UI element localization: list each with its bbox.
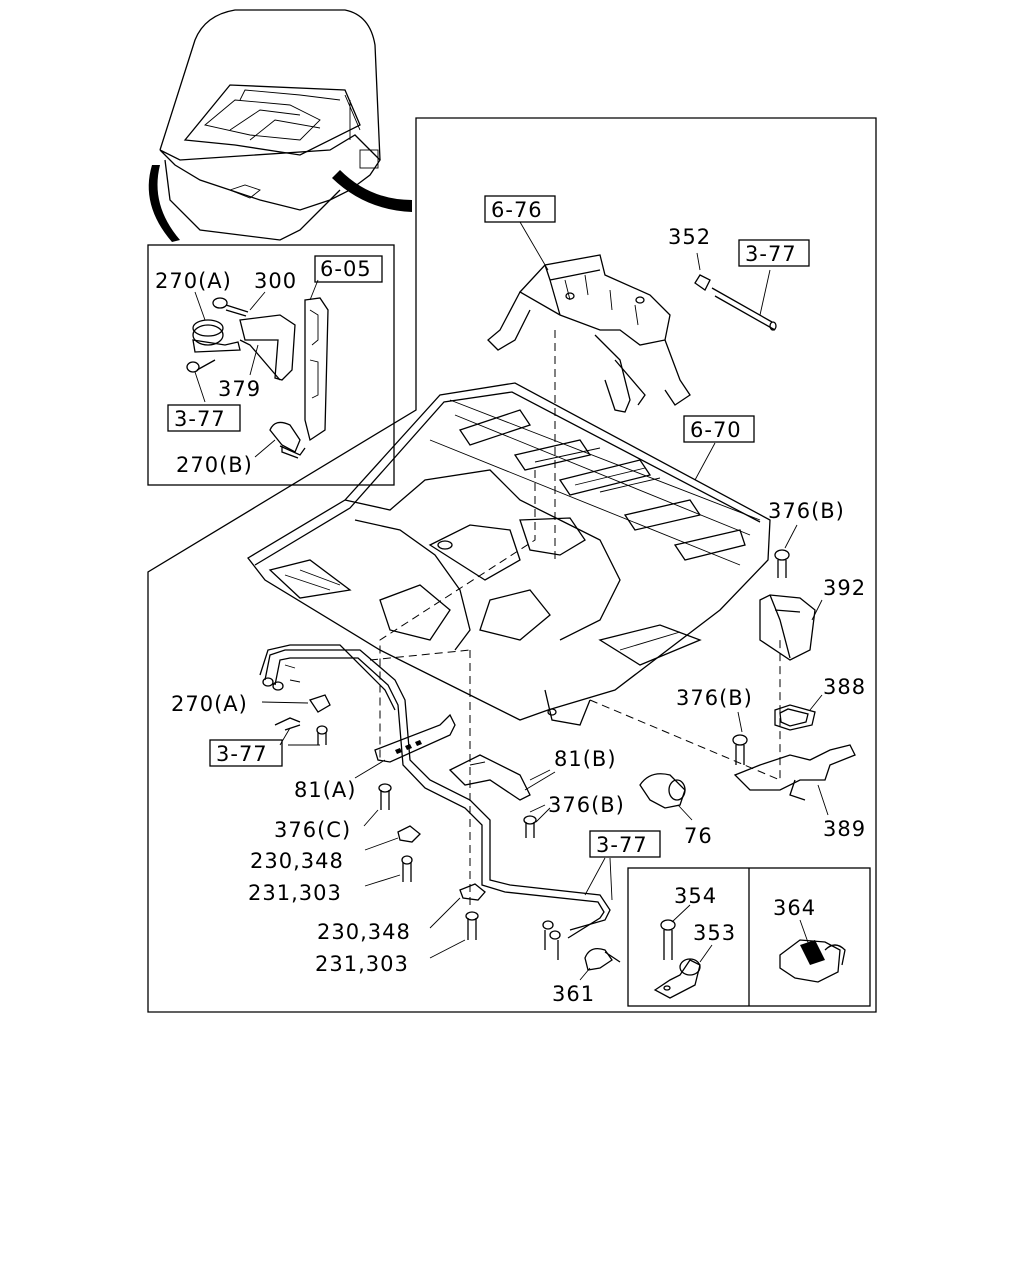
label-376b-2: 376(B) <box>676 686 753 710</box>
label-81b: 81(B) <box>554 747 617 771</box>
pipe-lines <box>259 644 611 960</box>
label-270a-inset: 270(A) <box>155 269 232 293</box>
ref-box-605 <box>314 255 383 283</box>
ref-377-inset: 3-77 <box>174 407 226 431</box>
ref-box-670 <box>683 415 755 443</box>
label-389: 389 <box>823 817 866 841</box>
label-231-303-2: 231,303 <box>315 952 409 976</box>
ref-box-676 <box>484 195 556 223</box>
label-270b-inset: 270(B) <box>176 453 253 477</box>
label-388: 388 <box>823 675 866 699</box>
bracket-81a <box>374 713 456 763</box>
ref-605-inset: 6-05 <box>320 257 372 281</box>
ref-377-left: 3-77 <box>216 742 268 766</box>
label-76: 76 <box>684 824 713 848</box>
ref-670: 6-70 <box>690 418 742 442</box>
label-81a: 81(A) <box>294 778 356 802</box>
ref-676: 6-76 <box>491 198 543 222</box>
bracket-group-right <box>732 524 856 816</box>
inset-panel <box>147 244 395 486</box>
label-230-348-2: 230,348 <box>317 920 411 944</box>
label-352: 352 <box>668 225 711 249</box>
label-270a-main: 270(A) <box>171 692 248 716</box>
label-376c: 376(C) <box>274 818 351 842</box>
ref-box-377-top <box>738 239 810 267</box>
cab-overview <box>148 9 412 242</box>
label-231-303-1: 231,303 <box>248 881 342 905</box>
ref-377-bottom: 3-77 <box>596 833 648 857</box>
ref-box-377-left <box>209 739 283 767</box>
floor-panel <box>247 330 781 910</box>
label-354: 354 <box>674 884 717 908</box>
label-376b-3: 376(B) <box>548 793 625 817</box>
rod-352 <box>694 252 777 331</box>
bracket-6-76 <box>487 254 691 413</box>
label-379-inset: 379 <box>218 377 261 401</box>
ref-377-top: 3-77 <box>745 242 797 266</box>
ref-box-377-bottom <box>589 830 661 858</box>
detail-panel <box>627 867 871 1007</box>
label-300-inset: 300 <box>254 269 297 293</box>
main-frame <box>147 117 877 1013</box>
label-364: 364 <box>773 896 816 920</box>
label-230-348-1: 230,348 <box>250 849 344 873</box>
label-361: 361 <box>552 982 595 1006</box>
label-353: 353 <box>693 921 736 945</box>
label-376b-1: 376(B) <box>768 499 845 523</box>
ref-box-377-inset <box>167 404 241 432</box>
bracket-81b <box>448 754 551 801</box>
label-392: 392 <box>823 576 866 600</box>
fasteners <box>261 221 716 981</box>
